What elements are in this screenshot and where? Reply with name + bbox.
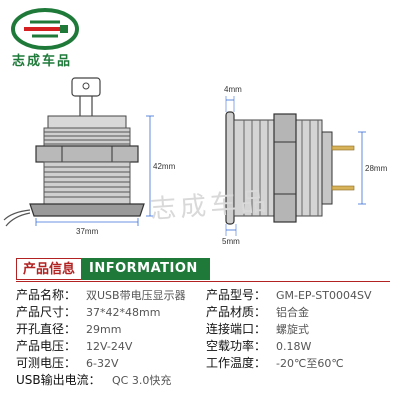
spec-list: 产品名称： 双USB带电压显示器 产品型号： GM-EP-ST0004SV 产品… — [16, 288, 396, 388]
spec-label: 产品名称： — [16, 288, 77, 302]
brand-name: 志成车品 — [12, 54, 73, 69]
spec-row-voltage: 产品电压： 12V-24V — [16, 339, 206, 354]
spec-value: 铝合金 — [276, 306, 309, 319]
spec-value: 29mm — [86, 323, 122, 336]
side-view-drawing — [225, 96, 366, 236]
spec-row-hole: 开孔直径： 29mm — [16, 322, 206, 337]
dim-front-width: 37mm — [76, 227, 99, 236]
spec-row-size: 产品尺寸： 37*42*48mm — [16, 305, 206, 320]
front-view-drawing — [3, 77, 154, 227]
info-title-en: INFORMATION — [81, 258, 210, 280]
spec-row-name: 产品名称： 双USB带电压显示器 — [16, 288, 206, 303]
spec-row-model: 产品型号： GM-EP-ST0004SV — [206, 288, 396, 303]
spec-label: 产品电压： — [16, 339, 77, 353]
spec-label: 工作温度： — [206, 356, 267, 370]
banner-divider — [16, 281, 390, 282]
dim-side-top: 4mm — [224, 85, 242, 94]
spec-row-range: 可测电压： 6-32V — [16, 356, 206, 371]
spec-label: 产品尺寸： — [16, 305, 77, 319]
spec-label: 空载功率： — [206, 339, 267, 353]
spec-row-material: 产品材质： 铝合金 — [206, 305, 396, 320]
spec-label: 连接端口： — [206, 322, 267, 336]
dim-side-height: 28mm — [365, 164, 388, 173]
product-dimension-diagram: 37mm 42mm 4mm 28mm — [3, 77, 388, 246]
spec-label: 产品型号： — [206, 288, 267, 302]
dim-side-bottom: 5mm — [222, 237, 240, 246]
spec-value: 12V-24V — [86, 340, 133, 353]
spec-value: -20℃至60℃ — [276, 357, 344, 370]
spec-row-temp: 工作温度： -20℃至60℃ — [206, 356, 396, 371]
spec-value: 螺旋式 — [276, 323, 309, 336]
spec-row-port: 连接端口： 螺旋式 — [206, 322, 396, 337]
brand-logo-icon — [11, 8, 79, 50]
info-banner: 产品信息 INFORMATION — [16, 258, 210, 280]
spec-value: 6-32V — [86, 357, 119, 370]
spec-label: 产品材质： — [206, 305, 267, 319]
spec-value: GM-EP-ST0004SV — [276, 289, 372, 302]
spec-value: 37*42*48mm — [86, 306, 161, 319]
spec-value: QC 3.0快充 — [112, 374, 172, 387]
dim-front-height: 42mm — [153, 162, 176, 171]
spec-label: 开孔直径： — [16, 322, 77, 336]
info-title-cn: 产品信息 — [16, 258, 82, 280]
spec-value: 双USB带电压显示器 — [86, 289, 186, 302]
spec-value: 0.18W — [276, 340, 312, 353]
spec-row-usb-current: USB输出电流： QC 3.0快充 — [16, 373, 206, 388]
spec-label: USB输出电流： — [16, 373, 101, 387]
spec-label: 可测电压： — [16, 356, 77, 370]
spec-row-power: 空载功率： 0.18W — [206, 339, 396, 354]
